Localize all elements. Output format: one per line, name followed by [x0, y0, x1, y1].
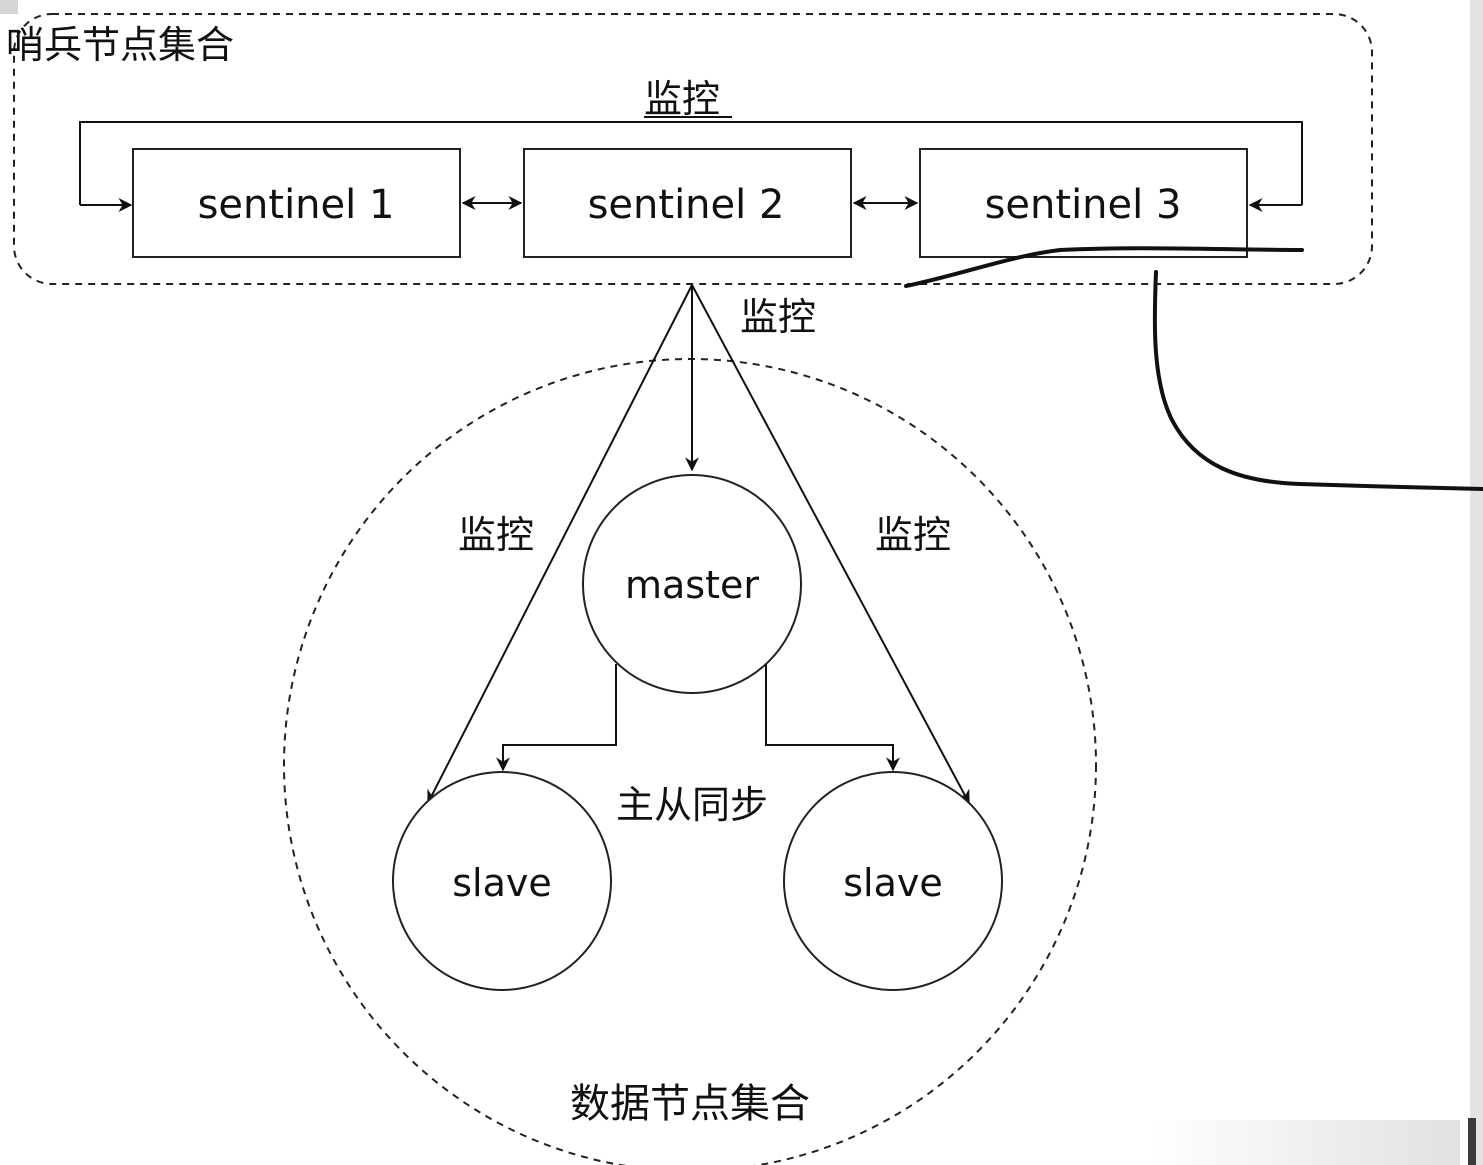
scrollbar-thumb [1468, 1118, 1476, 1165]
bottom-right-shade [1150, 1120, 1460, 1165]
slave-node-right[interactable]: slave [783, 771, 1003, 991]
sentinel-node-1[interactable]: sentinel 1 [132, 148, 461, 258]
monitor-right-slave-label: 监控 [875, 513, 951, 557]
right-edge-strip [1470, 0, 1483, 1165]
monitor-left-slave-label: 监控 [458, 513, 534, 557]
data-group-container [283, 358, 1097, 1165]
master-node-label: master [625, 563, 759, 607]
sentinel-monitor-loop-left [79, 121, 1303, 205]
hand-drawn-annotation-stroke [904, 246, 1304, 288]
slave-node-label: slave [843, 861, 943, 905]
sentinel-node-2[interactable]: sentinel 2 [523, 148, 852, 258]
sentinel-node-3[interactable]: sentinel 3 [919, 148, 1248, 258]
master-node[interactable]: master [582, 474, 802, 694]
sync-edge-left [496, 664, 617, 772]
sentinel-node-label: sentinel 2 [588, 182, 785, 228]
corner-artifact [0, 0, 18, 14]
sentinel-group-container [13, 13, 1373, 285]
slave-node-left[interactable]: slave [392, 771, 612, 991]
sync-label: 主从同步 [616, 783, 768, 827]
data-group-label: 数据节点集合 [570, 1081, 810, 1127]
monitor-edge-right-slave [691, 284, 970, 805]
monitor-master-label: 监控 [740, 295, 816, 339]
sentinel-group-label: 哨兵节点集合 [6, 23, 234, 67]
sentinel-monitor-label: 监控 [644, 77, 720, 121]
sync-edge-right [765, 664, 900, 772]
hand-drawn-annotation-curve [1152, 270, 1483, 491]
monitor-edge-left-slave [427, 284, 693, 805]
sentinel-node-label: sentinel 3 [985, 182, 1182, 228]
sentinel-node-label: sentinel 1 [198, 182, 395, 228]
slave-node-label: slave [452, 861, 552, 905]
